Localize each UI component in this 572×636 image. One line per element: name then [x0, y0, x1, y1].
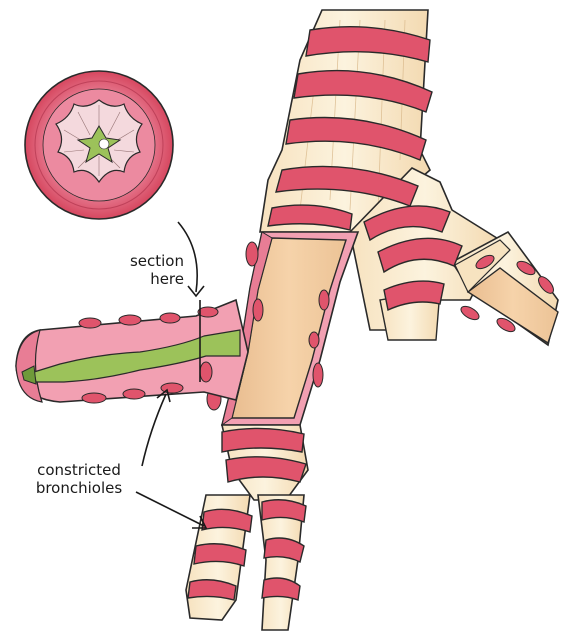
- left-bronchiole: [16, 300, 248, 403]
- section-here-line-1: section: [92, 252, 184, 270]
- constricted-arrow-down: [136, 492, 204, 526]
- section-here-label: section here: [92, 252, 184, 288]
- cross-section: [25, 71, 173, 219]
- constricted-arrow-up: [142, 394, 166, 466]
- constricted-bronchioles-label: constricted bronchioles: [20, 461, 138, 497]
- section-here-line-2: here: [92, 270, 184, 288]
- constricted-bronchioles-line-1: constricted: [20, 461, 138, 479]
- constricted-bronchioles-line-2: bronchioles: [20, 479, 138, 497]
